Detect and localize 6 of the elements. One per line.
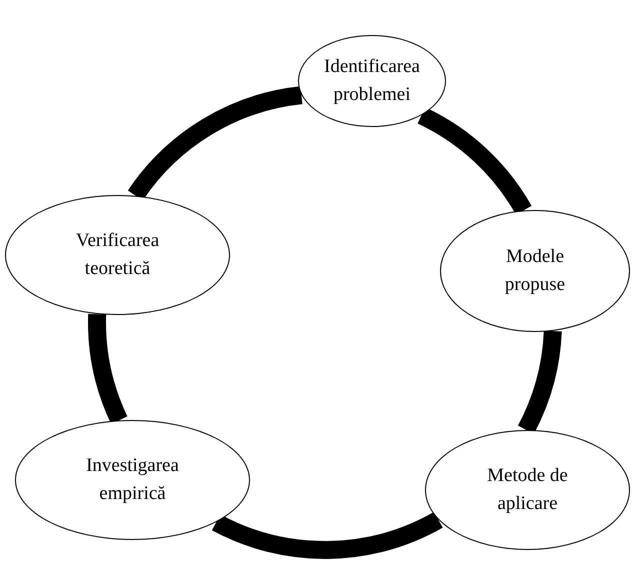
cycle-connector [212, 512, 442, 559]
stage-label: Verificarea teoretică [74, 229, 160, 281]
stage-label: Identificarea problemei [323, 55, 421, 107]
stage-label: Metode de aplicare [486, 464, 569, 516]
stage-label: Modele propuse [504, 245, 566, 297]
stage-label: Investigarea empirică [85, 454, 180, 506]
